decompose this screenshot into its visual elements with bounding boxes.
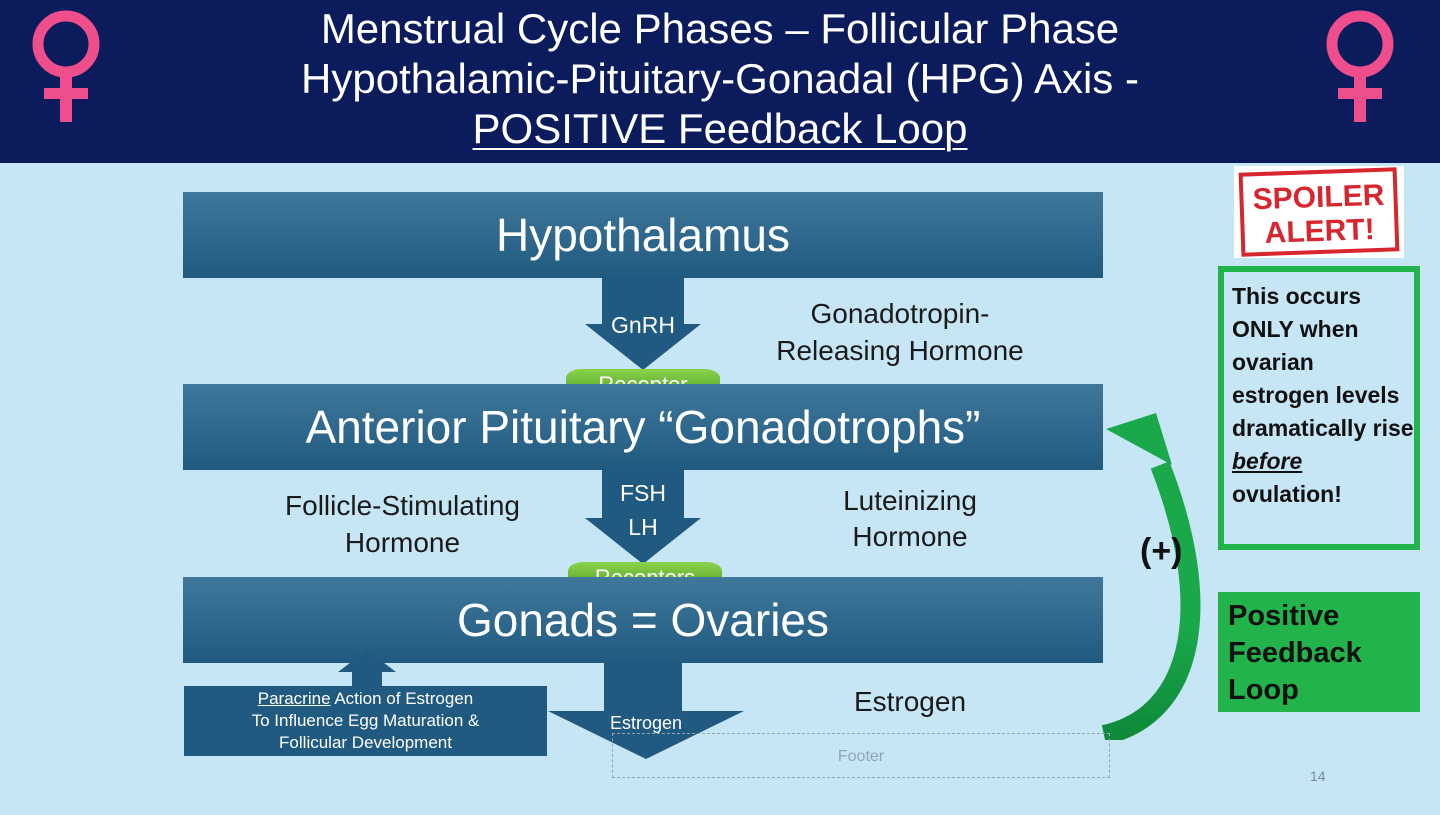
pfl-line-3: Loop [1228, 674, 1299, 706]
note-part-1: This occurs ONLY when ovarian estrogen l… [1232, 283, 1414, 441]
gnrh-arrow [585, 278, 701, 370]
estrogen-label: Estrogen [853, 686, 967, 717]
fsh-fullname-line-1: Follicle-Stimulating [285, 490, 520, 521]
fsh-lh-arrow [585, 470, 701, 564]
positive-feedback-loop-box: Positive Feedback Loop [1218, 592, 1420, 712]
estrogen-arrow-label: Estrogen [609, 713, 683, 733]
gnrh-fullname-line-1: Gonadotropin- [810, 298, 990, 329]
paracrine-line-3: Follicular Development [279, 733, 452, 752]
lh-fullname-line-2: Hormone [852, 521, 968, 552]
paracrine-action-box: Paracrine Action of Estrogen To Influenc… [184, 686, 547, 756]
slide-header: Menstrual Cycle Phases – Follicular Phas… [0, 0, 1440, 163]
slide-title-line-1: Menstrual Cycle Phases – Follicular Phas… [320, 5, 1120, 52]
venus-symbol-icon-left [32, 10, 100, 122]
lh-fullname-line-1: Luteinizing [843, 485, 977, 516]
gnrh-label: GnRH [611, 312, 675, 338]
paracrine-line-1: Paracrine Action of Estrogen [184, 688, 547, 710]
lh-label: LH [628, 514, 658, 540]
note-emphasis: before [1232, 448, 1303, 474]
footer-placeholder: Footer [612, 733, 1110, 778]
page-number: 14 [1310, 768, 1326, 784]
slide-title-line-2: Hypothalamic-Pituitary-Gonadal (HPG) Axi… [301, 55, 1139, 102]
plus-sign: (+) [1140, 532, 1183, 570]
paracrine-line-2: To Influence Egg Maturation & [251, 711, 480, 730]
ovulation-note-box: This occurs ONLY when ovarian estrogen l… [1218, 266, 1420, 550]
note-part-2: ovulation! [1232, 481, 1342, 507]
spoiler-line-1: SPOILER [1252, 179, 1385, 217]
positive-feedback-arrow [1101, 413, 1201, 740]
slide-title-line-3: POSITIVE Feedback Loop [472, 105, 968, 152]
anterior-pituitary-bar: Anterior Pituitary “Gonadotrophs” [183, 384, 1103, 470]
fsh-label: FSH [620, 480, 666, 506]
gonads-bar: Gonads = Ovaries [183, 577, 1103, 663]
pfl-line-1: Positive [1228, 600, 1340, 632]
gnrh-fullname-line-2: Releasing Hormone [776, 335, 1024, 366]
paracrine-line-1-rest: Action of Estrogen [330, 689, 474, 708]
spoiler-alert-stamp: SPOILER ALERT! [1234, 166, 1404, 258]
paracrine-word: Paracrine [257, 689, 331, 708]
spoiler-line-2: ALERT! [1264, 213, 1375, 250]
estrogen-arrow [548, 663, 744, 759]
pfl-line-2: Feedback [1228, 637, 1362, 669]
venus-symbol-icon-right [1326, 10, 1394, 122]
ovulation-note-text: This occurs ONLY when ovarian estrogen l… [1232, 280, 1416, 511]
fsh-fullname-line-2: Hormone [344, 527, 461, 558]
hypothalamus-bar: Hypothalamus [183, 192, 1103, 278]
paracrine-up-arrow [338, 650, 396, 688]
